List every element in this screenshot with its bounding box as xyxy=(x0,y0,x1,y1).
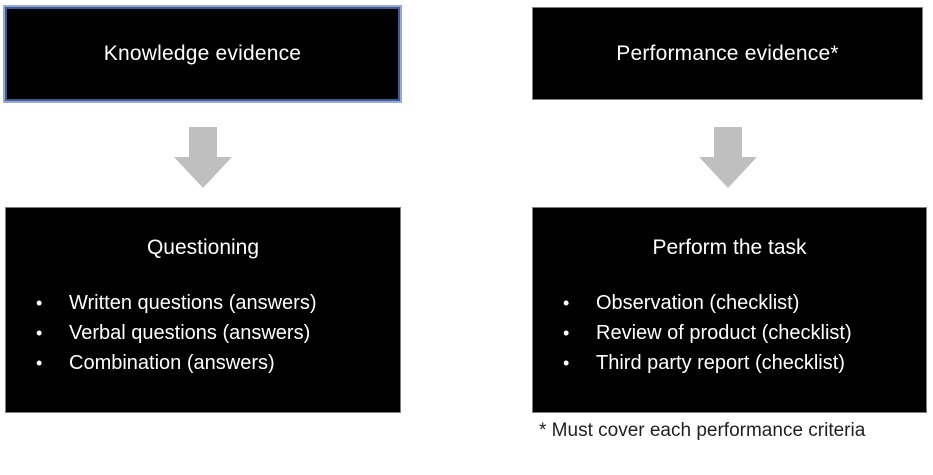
list-item-text: Combination (answers) xyxy=(69,352,275,374)
questioning-title: Questioning xyxy=(146,236,260,259)
list-item: • Third party report (checklist) xyxy=(533,348,926,378)
list-item: • Observation (checklist) xyxy=(533,288,926,318)
footnote: * Must cover each performance criteria xyxy=(539,420,866,441)
list-item: • Combination (answers) xyxy=(6,348,400,378)
down-arrow-icon xyxy=(699,127,757,188)
list-item: • Written questions (answers) xyxy=(6,288,400,318)
performance-evidence-box: Performance evidence* xyxy=(532,7,923,100)
bullet-icon: • xyxy=(36,293,43,313)
bullet-icon: • xyxy=(563,293,570,313)
bullet-icon: • xyxy=(563,353,570,373)
bullet-icon: • xyxy=(563,323,570,343)
perform-the-task-box: Perform the task • Observation (checklis… xyxy=(532,207,927,413)
perform-the-task-list: • Observation (checklist) • Review of pr… xyxy=(533,288,926,378)
performance-evidence-label: Performance evidence* xyxy=(616,41,839,65)
list-item-text: Observation (checklist) xyxy=(596,292,800,314)
list-item-text: Third party report (checklist) xyxy=(596,352,845,374)
knowledge-evidence-label: Knowledge evidence xyxy=(103,42,302,65)
down-arrow-icon xyxy=(174,127,232,188)
bullet-icon: • xyxy=(36,353,43,373)
perform-the-task-title: Perform the task xyxy=(652,236,807,259)
list-item-text: Review of product (checklist) xyxy=(596,322,852,344)
list-item: • Verbal questions (answers) xyxy=(6,318,400,348)
list-item-text: Written questions (answers) xyxy=(69,292,317,314)
bullet-icon: • xyxy=(36,323,43,343)
questioning-list: • Written questions (answers) • Verbal q… xyxy=(6,288,400,378)
list-item-text: Verbal questions (answers) xyxy=(69,322,311,344)
questioning-box: Questioning • Written questions (answers… xyxy=(5,207,401,413)
list-item: • Review of product (checklist) xyxy=(533,318,926,348)
knowledge-evidence-box: Knowledge evidence xyxy=(5,7,400,101)
